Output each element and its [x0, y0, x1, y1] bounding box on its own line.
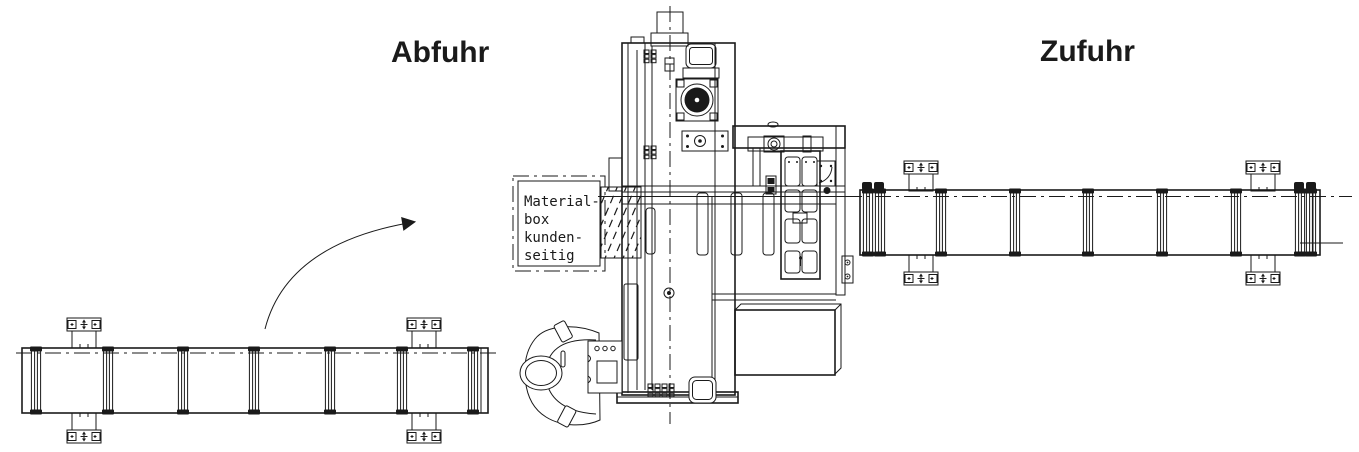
mounting-foot: [406, 412, 442, 444]
operator-head: [519, 355, 563, 391]
corner-plate: [816, 160, 836, 194]
conveyor-rollers: [29, 346, 480, 415]
side-table: [734, 303, 842, 376]
shoulder-rest: [557, 405, 577, 428]
mast-top: [630, 11, 689, 47]
mounting-foot: [1245, 160, 1281, 192]
shoulder-rest: [553, 320, 573, 343]
material-box-text-line3: kunden-: [524, 230, 583, 246]
detail-block: [643, 49, 657, 64]
tower-frame: [621, 42, 736, 396]
conveyor-rollers: [861, 188, 1318, 257]
carriage-plate: [681, 130, 729, 152]
mounting-foot: [903, 254, 939, 286]
enclosure-wall: [835, 125, 846, 296]
hatched-transfer-block: [600, 186, 642, 259]
spindle-head: [664, 43, 720, 122]
material-box-text-line4: seitig: [524, 248, 575, 264]
mounting-foot: [66, 412, 102, 444]
belt-clamps: [862, 182, 1316, 190]
machine: [598, 6, 862, 424]
control-panel: [587, 340, 623, 394]
flow-arrow: [264, 217, 417, 330]
detail-block: [643, 145, 657, 160]
conveyor-frame: [859, 189, 1321, 256]
material-box-text-line2: box: [524, 212, 549, 228]
tool-cabinet: [780, 150, 821, 280]
material-box-text-line1: Material-: [524, 194, 600, 210]
outfeed-conveyor: [16, 317, 497, 444]
operator-figure: [519, 320, 623, 428]
feed-clamp: [765, 175, 777, 195]
outfeed-label: Abfuhr: [391, 36, 490, 69]
guide-slats: [645, 192, 775, 256]
side-bracket: [841, 255, 854, 284]
infeed-label: Zufuhr: [1040, 35, 1135, 68]
enclosure-beam: [732, 121, 846, 153]
mounting-foot: [1245, 254, 1281, 286]
mounting-foot: [66, 317, 102, 349]
material-box: Material- box kunden- seitig: [512, 175, 606, 272]
mounting-foot: [406, 317, 442, 349]
infeed-conveyor: [846, 160, 1352, 286]
mounting-foot: [903, 160, 939, 192]
